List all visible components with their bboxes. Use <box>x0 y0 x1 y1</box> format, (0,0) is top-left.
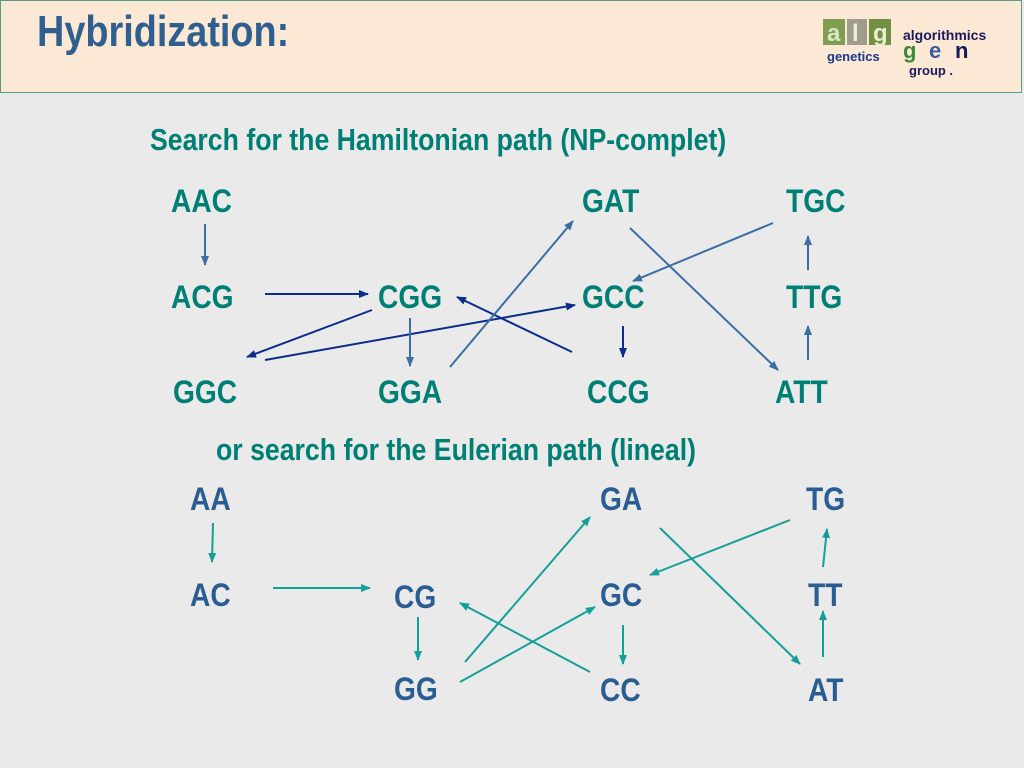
node-CCG: CCG <box>587 374 650 410</box>
eulerian-heading: or search for the Eulerian path (lineal) <box>216 432 696 467</box>
node-GC: GC <box>600 577 643 613</box>
logo-word-algorithmics: algorithmics <box>903 27 986 43</box>
edge-CGG-GGC <box>246 309 373 358</box>
logo-letter-n: n <box>955 38 968 63</box>
edge-GGA-GAT <box>449 220 574 368</box>
logo-letter-g: g <box>873 20 888 47</box>
alggen-logo: a l g algorithmics genetics g e n group … <box>823 19 986 78</box>
edge-GG-GC <box>459 606 596 683</box>
node-CG: CG <box>394 579 437 615</box>
logo-word-genetics: genetics <box>827 49 880 64</box>
node-TG: TG <box>806 481 846 517</box>
node-GA: GA <box>600 481 643 517</box>
logo-letter-l: l <box>852 20 859 47</box>
node-CC: CC <box>600 672 641 708</box>
node-AC: AC <box>190 577 231 613</box>
node-TT: TT <box>808 577 843 613</box>
edge-TG-GC <box>649 519 791 576</box>
edge-TT-TG <box>822 528 831 568</box>
logo-letter-g2: g <box>903 38 916 63</box>
edge-CC-CG <box>459 602 591 673</box>
edge-GAT-ATT <box>629 227 779 371</box>
edge-GA-AT <box>659 527 801 665</box>
logo-tile <box>869 19 891 45</box>
node-TGC: TGC <box>786 183 846 219</box>
node-GG: GG <box>394 671 438 707</box>
node-TTG: TTG <box>786 279 843 315</box>
node-GCC: GCC <box>582 279 645 315</box>
logo-letter-e: e <box>929 38 941 63</box>
hamiltonian-heading: Search for the Hamiltonian path (NP-comp… <box>150 122 727 157</box>
node-GAT: GAT <box>582 183 640 219</box>
node-AAC: AAC <box>171 183 233 219</box>
edge-GG-GA <box>464 516 591 663</box>
node-CGG: CGG <box>378 279 443 315</box>
edge-GGC-GCC <box>264 302 576 361</box>
node-AT: AT <box>808 672 844 708</box>
logo-tile <box>847 19 867 45</box>
node-ATT: ATT <box>775 374 828 410</box>
edge-CCG-CGG <box>456 296 573 353</box>
node-ACG: ACG <box>171 279 234 315</box>
title-bar: Hybridization: a l g algorithmics geneti… <box>0 0 1022 93</box>
logo-letter-a: a <box>827 20 841 47</box>
slide-title: Hybridization: <box>37 7 290 56</box>
edge-AA-AC <box>208 522 217 563</box>
node-GGA: GGA <box>378 374 443 410</box>
logo-word-group: group . <box>909 63 953 78</box>
logo-tile <box>823 19 845 45</box>
edge-TGC-GCC <box>632 222 774 282</box>
node-GGC: GGC <box>173 374 238 410</box>
node-AA: AA <box>190 481 231 517</box>
